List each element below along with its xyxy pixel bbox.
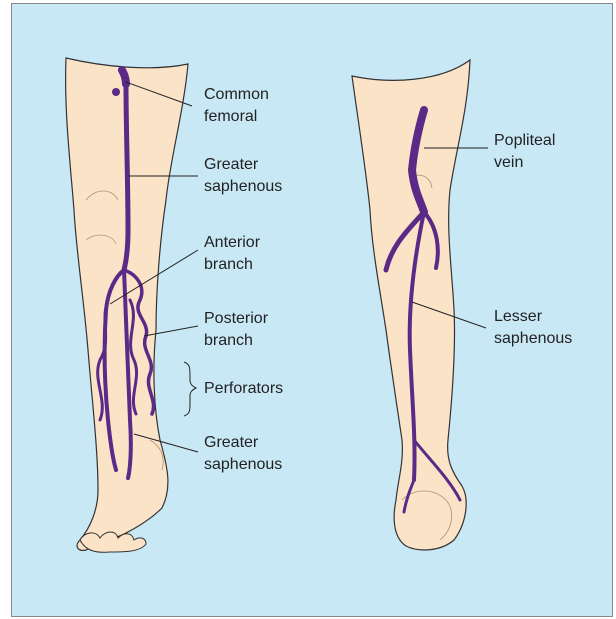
label-anterior-branch-line2: branch: [204, 254, 260, 276]
label-perforators-text: Perforators: [204, 378, 283, 400]
left-leg: [66, 58, 188, 552]
label-lesser-saphenous: Lesser saphenous: [494, 306, 572, 350]
label-greater-saphenous-upper-line2: saphenous: [204, 176, 282, 198]
label-greater-saphenous-lower-line2: saphenous: [204, 454, 282, 476]
label-anterior-branch-line1: Anterior: [204, 232, 260, 254]
label-greater-saphenous-upper-line1: Greater: [204, 154, 282, 176]
femoral-junction: [112, 88, 120, 96]
label-common-femoral-line1: Common: [204, 84, 269, 106]
label-greater-saphenous-lower: Greater saphenous: [204, 432, 282, 476]
label-anterior-branch: Anterior branch: [204, 232, 260, 276]
label-popliteal-vein-line1: Popliteal: [494, 130, 555, 152]
left-foot-toes: [80, 532, 146, 552]
label-common-femoral: Common femoral: [204, 84, 269, 128]
right-leg: [352, 60, 470, 550]
label-posterior-branch: Posterior branch: [204, 308, 268, 352]
label-lesser-saphenous-line1: Lesser: [494, 306, 572, 328]
label-posterior-branch-line1: Posterior: [204, 308, 268, 330]
label-popliteal-vein: Popliteal vein: [494, 130, 555, 174]
label-perforators: Perforators: [204, 378, 283, 400]
label-popliteal-vein-line2: vein: [494, 152, 555, 174]
label-greater-saphenous-lower-line1: Greater: [204, 432, 282, 454]
perforators-brace: [184, 362, 196, 416]
label-posterior-branch-line2: branch: [204, 330, 268, 352]
label-greater-saphenous-upper: Greater saphenous: [204, 154, 282, 198]
label-common-femoral-line2: femoral: [204, 106, 269, 128]
label-lesser-saphenous-line2: saphenous: [494, 328, 572, 350]
